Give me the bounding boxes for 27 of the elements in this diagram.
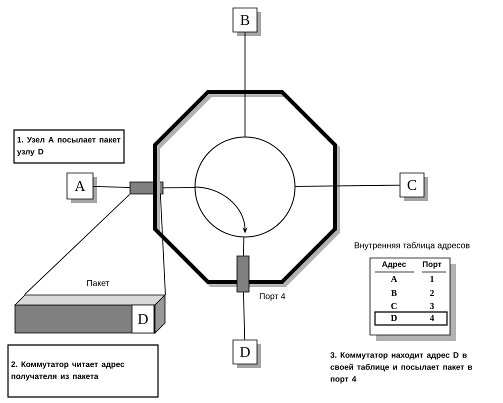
switch-octagon xyxy=(153,90,340,287)
connector-line xyxy=(244,32,246,137)
table-cell: 3 xyxy=(430,303,434,310)
beside-label: Порт 4 xyxy=(260,293,286,301)
connector-line xyxy=(162,187,195,188)
address-box: D xyxy=(132,304,154,334)
node-box: A xyxy=(66,172,97,203)
connector-line xyxy=(295,184,400,187)
switch-circle xyxy=(194,136,296,238)
table-cell: 2 xyxy=(430,290,434,296)
leader-line xyxy=(24,194,130,296)
beside-label: Пакет xyxy=(87,280,110,286)
node-box: D xyxy=(232,340,261,368)
table-cell: B xyxy=(391,290,397,296)
table-cell: 1 xyxy=(430,276,434,282)
port-block xyxy=(236,256,250,292)
connector-line xyxy=(242,237,244,256)
connector-line xyxy=(243,292,246,340)
table-cell: D xyxy=(390,315,397,321)
node-label: Внутренняя таблица адресов xyxy=(354,242,470,250)
table-cell: 4 xyxy=(430,315,434,321)
node-box: C xyxy=(400,172,428,201)
table-cell: A xyxy=(390,276,398,282)
leader-line xyxy=(160,194,166,296)
table-cell: C xyxy=(391,303,397,310)
connector-line xyxy=(92,186,130,188)
node-box: B xyxy=(232,8,261,36)
